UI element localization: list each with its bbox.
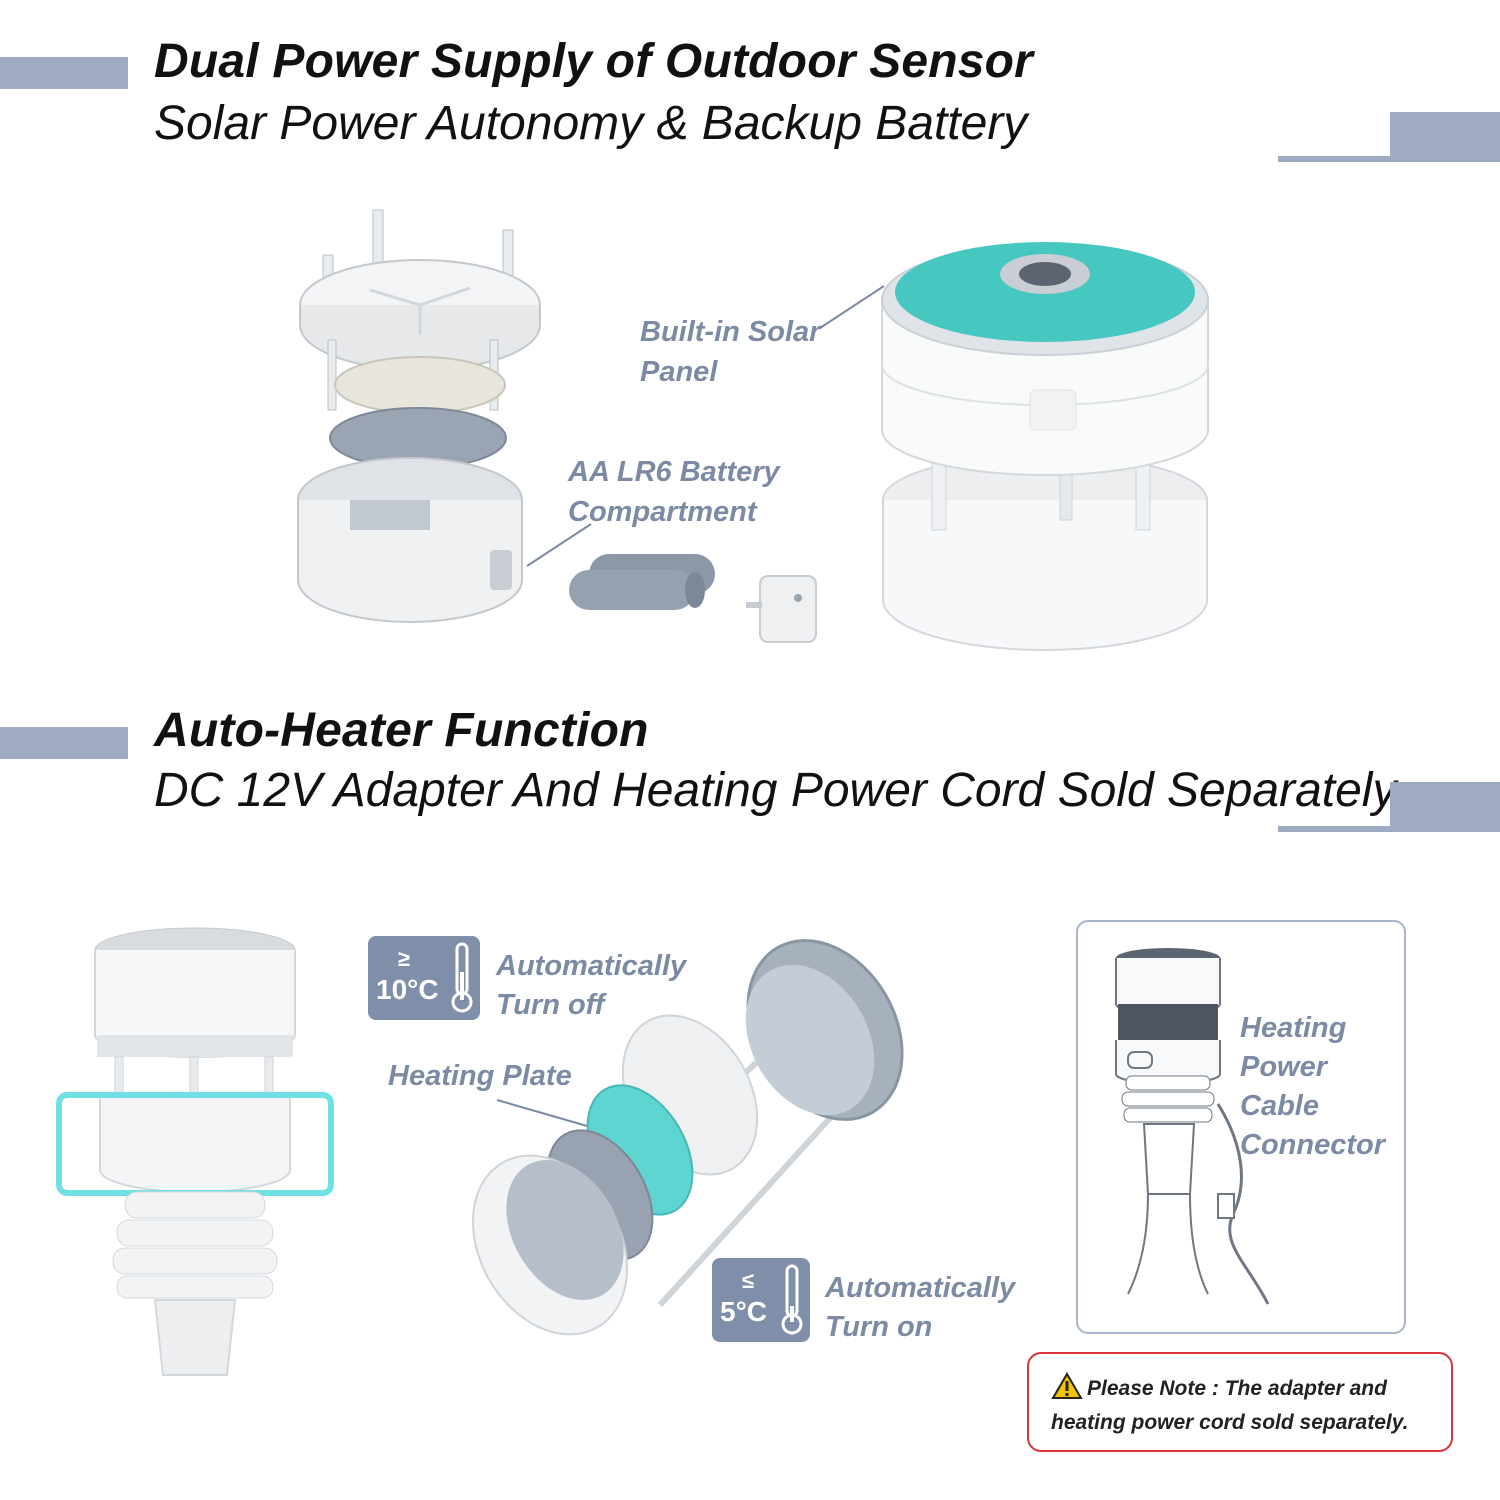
heating-plate-leader-line — [496, 1099, 602, 1131]
section1-right-accent-line — [1278, 156, 1500, 162]
section1-title: Dual Power Supply of Outdoor Sensor — [154, 35, 1034, 88]
turn-off-label-line2: Turn off — [496, 989, 605, 1021]
section1-right-accent-bar — [1390, 112, 1500, 156]
thermometer-icon — [451, 942, 473, 1013]
aa-batteries-illustration — [569, 554, 715, 610]
heating-plate-label: Heating Plate — [388, 1060, 572, 1092]
greater-equal-symbol: ≥ — [398, 946, 411, 971]
section1-subtitle: Solar Power Autonomy & Backup Battery — [154, 97, 1028, 150]
turn-off-label-line1: Automatically — [496, 950, 687, 982]
less-equal-symbol: ≤ — [742, 1268, 755, 1293]
solar-leader-line — [819, 285, 885, 329]
heating-cable-panel: Heating Power Cable Connector — [1076, 920, 1406, 1334]
turn-on-label-line1: Automatically — [825, 1272, 1016, 1304]
solar-panel-label-line1: Built-in Solar — [640, 316, 821, 348]
section1-left-accent-bar — [0, 57, 128, 89]
battery-label-line2: Compartment — [568, 496, 757, 528]
cable-label-line3: Cable — [1240, 1090, 1319, 1122]
thermometer-icon — [781, 1264, 803, 1335]
section2-right-accent-line — [1278, 826, 1500, 832]
battery-leader-line — [526, 523, 592, 567]
cable-connector-illustration — [1115, 948, 1270, 1305]
note-line1: Please Note : The adapter and — [1087, 1377, 1387, 1400]
section2-title: Auto-Heater Function — [154, 704, 649, 757]
section2-right-accent-bar — [1390, 782, 1500, 826]
warning-icon — [1051, 1372, 1083, 1399]
weather-station-illustration — [56, 927, 334, 1376]
note-line2: heating power cord sold separately. — [1051, 1411, 1409, 1434]
please-note-box: Please Note : The adapter and heating po… — [1027, 1352, 1453, 1452]
turn-off-temperature: 10°C — [376, 974, 439, 1005]
section2-subtitle: DC 12V Adapter And Heating Power Cord So… — [154, 764, 1397, 817]
section2-left-accent-bar — [0, 727, 128, 759]
exploded-sensor-illustration — [297, 209, 541, 623]
assembled-sensor-illustration — [881, 242, 1209, 651]
solar-panel-label-line2: Panel — [640, 356, 718, 388]
cable-label-line2: Power — [1240, 1051, 1328, 1083]
turn-on-temperature-badge: ≤ 5°C — [712, 1258, 810, 1342]
turn-on-label-line2: Turn on — [825, 1311, 933, 1343]
battery-cover-illustration — [746, 575, 817, 643]
exploded-heater-illustration — [471, 939, 904, 1336]
cable-label-line4: Connector — [1240, 1129, 1385, 1161]
battery-label-line1: AA LR6 Battery — [568, 456, 780, 488]
turn-off-temperature-badge: ≥ 10°C — [368, 936, 480, 1020]
turn-on-temperature: 5°C — [720, 1296, 767, 1327]
cable-label-line1: Heating — [1240, 1012, 1347, 1044]
